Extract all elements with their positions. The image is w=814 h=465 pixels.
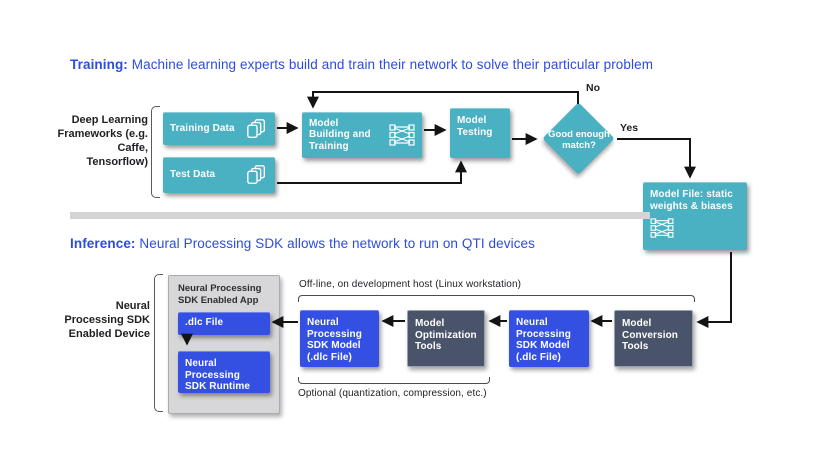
pages-icon [246,118,268,140]
optional-bracket [298,377,490,384]
inference-title-prefix: Inference: [70,236,136,251]
neural-network-icon [389,124,415,146]
no-branch-label: No [586,82,600,94]
device-group-bracket [154,274,163,412]
node-test-data: Test Data [163,157,275,193]
node-model-file-label: Model File: static weights & biases [650,189,733,212]
pages-icon [246,164,268,186]
yes-branch-label: Yes [620,122,639,134]
node-sdk-model-optimized: Neural Processing SDK Model (.dlc File) [300,310,379,367]
optional-label: Optional (quantization, compression, etc… [298,388,487,399]
training-title-prefix: Training: [70,57,128,72]
node-training-data: Training Data [163,112,275,145]
training-title-text: Machine learning experts build and train… [127,57,654,72]
node-sdk-model-converted-label: Neural Processing SDK Model (.dlc File) [516,317,571,363]
node-optimization-tools-label: Model Optimization Tools [415,318,477,353]
node-test-data-label: Test Data [170,169,216,181]
node-dlc-file-label: .dlc File [185,317,224,328]
node-dlc-file: .dlc File [178,312,270,335]
sdk-enabled-app-title: Neural Processing SDK Enabled App [178,283,262,306]
node-training-data-label: Training Data [170,122,235,134]
node-conversion-tools-label: Model Conversion Tools [622,318,679,353]
node-model-file: Model File: static weights & biases [643,182,747,250]
enabled-device-label: Neural Processing SDK Enabled Device [64,300,150,341]
node-sdk-runtime: Neural Processing SDK Runtime [178,351,270,393]
node-model-building-label: Model Building and Training [309,117,371,152]
node-model-building: Model Building and Training [302,112,422,158]
inference-title-text: Neural Processing SDK allows the network… [135,236,536,251]
deep-learning-frameworks-label: Deep Learning Frameworks (e.g. Caffe, Te… [57,114,148,169]
section-divider [70,212,650,219]
node-sdk-model-optimized-label: Neural Processing SDK Model (.dlc File) [307,317,362,363]
training-section-title: Training: Machine learning experts build… [70,57,653,72]
node-optimization-tools: Model Optimization Tools [407,310,485,367]
offline-host-bracket [298,295,695,302]
node-sdk-model-converted: Neural Processing SDK Model (.dlc File) [509,310,589,367]
node-model-testing-label: Model Testing [457,115,493,138]
sdk-enabled-app-container: Neural Processing SDK Enabled App .dlc F… [168,275,280,414]
node-sdk-runtime-label: Neural Processing SDK Runtime [185,358,250,393]
offline-host-label: Off-line, on development host (Linux wor… [299,279,522,290]
training-group-bracket [151,106,160,198]
neural-network-icon [650,218,674,238]
inference-section-title: Inference: Neural Processing SDK allows … [70,236,535,251]
node-decision-label: Good enough match? [548,128,610,151]
node-model-testing: Model Testing [450,108,510,158]
node-conversion-tools: Model Conversion Tools [614,310,693,367]
